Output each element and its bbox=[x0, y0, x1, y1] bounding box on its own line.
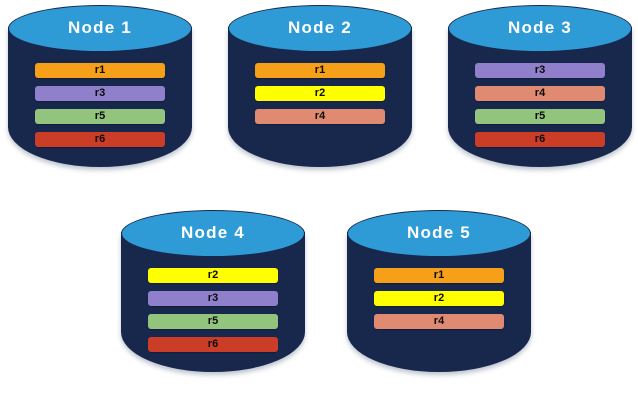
node-1-cylinder-top bbox=[8, 5, 192, 52]
replica-bar-r2[interactable]: r2 bbox=[148, 268, 278, 283]
node-4[interactable]: Node 4 r2 r3 r5 r6 bbox=[121, 210, 305, 391]
replica-bar-r6[interactable]: r6 bbox=[35, 132, 165, 147]
replica-bar-r3[interactable]: r3 bbox=[148, 291, 278, 306]
replica-bar-r1[interactable]: r1 bbox=[255, 63, 385, 78]
node-2-replica-list: r1 r2 r4 bbox=[255, 63, 385, 124]
node-3[interactable]: Node 3 r3 r4 r5 r6 bbox=[448, 5, 632, 186]
node-4-replica-list: r2 r3 r5 r6 bbox=[148, 268, 278, 352]
replica-bar-r5[interactable]: r5 bbox=[35, 109, 165, 124]
replica-bar-r6[interactable]: r6 bbox=[475, 132, 605, 147]
node-1-replica-list: r1 r3 r5 r6 bbox=[35, 63, 165, 147]
replica-bar-r1[interactable]: r1 bbox=[35, 63, 165, 78]
node-3-cylinder-top bbox=[448, 5, 632, 52]
replica-bar-r6[interactable]: r6 bbox=[148, 337, 278, 352]
node-2-label: Node 2 bbox=[288, 18, 352, 37]
node-1-label: Node 1 bbox=[68, 18, 132, 37]
node-5-cylinder-top bbox=[347, 210, 531, 257]
replica-bar-r3[interactable]: r3 bbox=[35, 86, 165, 101]
node-4-cylinder-top bbox=[121, 210, 305, 257]
replica-bar-r4[interactable]: r4 bbox=[374, 314, 504, 329]
replica-bar-r5[interactable]: r5 bbox=[475, 109, 605, 124]
replica-bar-r4[interactable]: r4 bbox=[255, 109, 385, 124]
node-3-replica-list: r3 r4 r5 r6 bbox=[475, 63, 605, 147]
node-5[interactable]: Node 5 r1 r2 r4 bbox=[347, 210, 531, 391]
replica-bar-r5[interactable]: r5 bbox=[148, 314, 278, 329]
node-2[interactable]: Node 2 r1 r2 r4 bbox=[228, 5, 412, 186]
replica-bar-r4[interactable]: r4 bbox=[475, 86, 605, 101]
node-5-label: Node 5 bbox=[407, 223, 471, 242]
node-4-label: Node 4 bbox=[181, 223, 245, 242]
replica-bar-r2[interactable]: r2 bbox=[374, 291, 504, 306]
node-3-label: Node 3 bbox=[508, 18, 572, 37]
node-2-cylinder-top bbox=[228, 5, 412, 52]
replica-bar-r1[interactable]: r1 bbox=[374, 268, 504, 283]
replica-bar-r3[interactable]: r3 bbox=[475, 63, 605, 78]
node-5-replica-list: r1 r2 r4 bbox=[374, 268, 504, 329]
replica-bar-r2[interactable]: r2 bbox=[255, 86, 385, 101]
node-1[interactable]: Node 1 r1 r3 r5 r6 bbox=[8, 5, 192, 186]
